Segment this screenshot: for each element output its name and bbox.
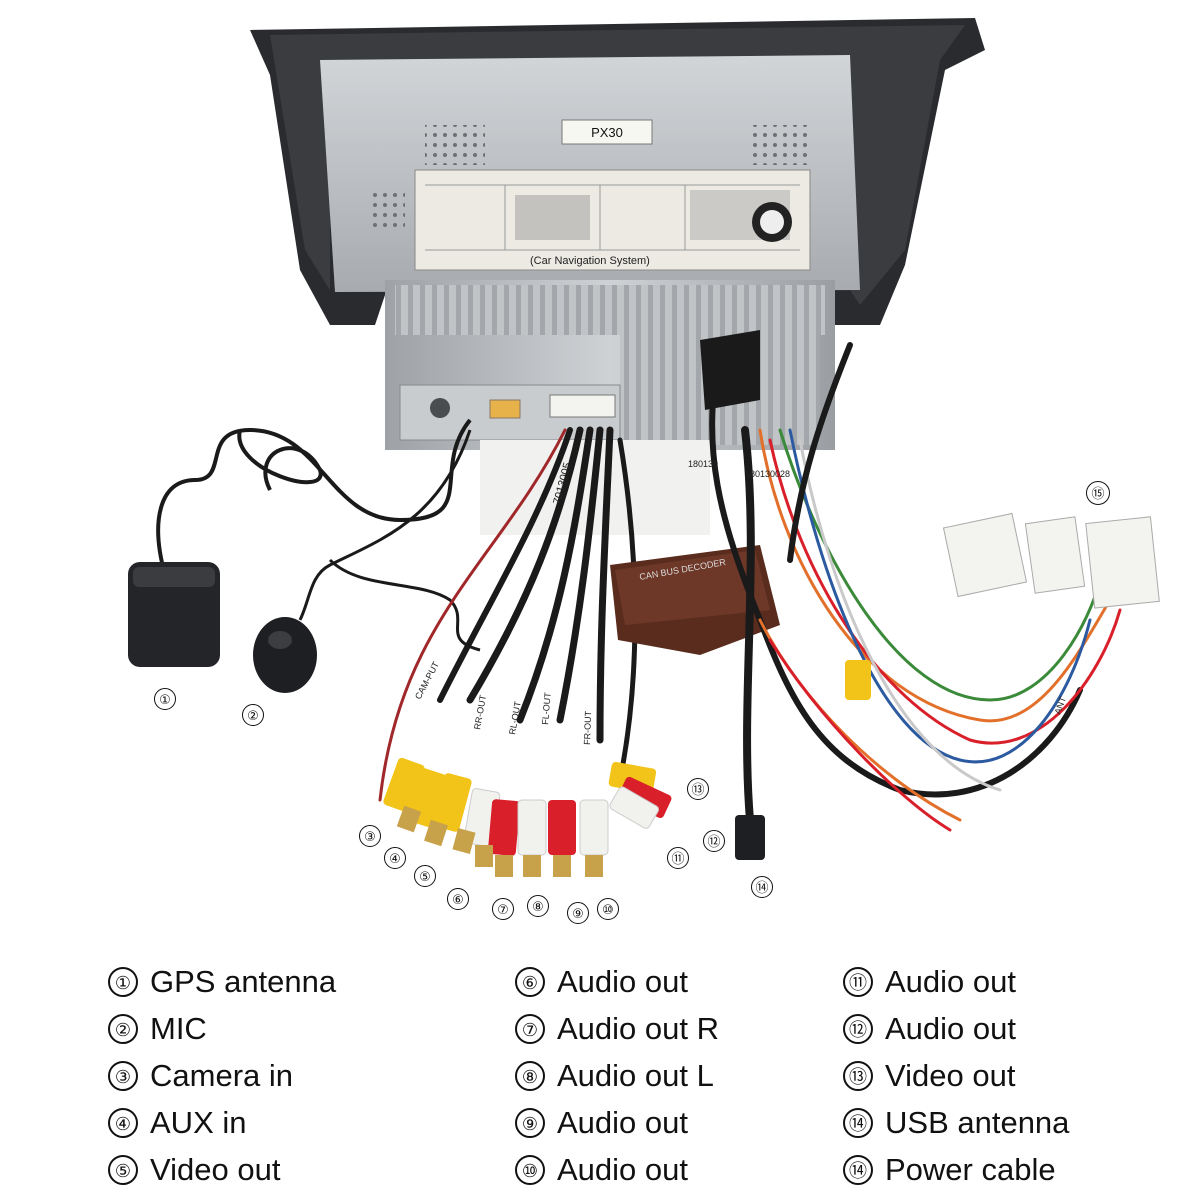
legend-item: ④ AUX in bbox=[108, 1099, 336, 1146]
iso-connectors bbox=[942, 512, 1160, 609]
legend-item: ⑦ Audio out R bbox=[515, 1005, 719, 1052]
legend-label: Audio out L bbox=[557, 1057, 714, 1093]
legend-label: AUX in bbox=[150, 1104, 247, 1140]
wire-label: FR-OUT bbox=[582, 710, 593, 745]
legend-item: ⑪ Audio out bbox=[843, 958, 1069, 1005]
legend-item: ③ Camera in bbox=[108, 1052, 336, 1099]
callout-7: ⑦ bbox=[492, 898, 514, 920]
legend-label: GPS antenna bbox=[150, 963, 337, 999]
callout-8: ⑧ bbox=[527, 895, 549, 917]
legend-number: ④ bbox=[108, 1107, 138, 1138]
legend-item: ⑬ Video out bbox=[843, 1052, 1069, 1099]
video-rca bbox=[845, 660, 871, 700]
legend-item: ⑩ Audio out bbox=[515, 1146, 719, 1193]
legend-number: ⑬ bbox=[843, 1060, 873, 1091]
rca-plugs bbox=[383, 757, 672, 877]
legend-number: ⑫ bbox=[843, 1013, 873, 1044]
legend-label: Audio out bbox=[885, 1010, 1016, 1046]
legend-item: ① GPS antenna bbox=[108, 958, 336, 1005]
legend-item: ⑤ Video out bbox=[108, 1146, 336, 1193]
legend-label: Audio out bbox=[557, 1104, 688, 1140]
unit-panel-title: (Car Navigation System) bbox=[530, 255, 650, 267]
head-unit: PX30 (Car Navigation System) bbox=[250, 18, 985, 535]
legend-number: ⑨ bbox=[515, 1107, 545, 1138]
callout-3: ③ bbox=[359, 825, 381, 847]
callout-1: ① bbox=[154, 688, 176, 710]
legend-number: ⑥ bbox=[515, 966, 545, 997]
legend-label: MIC bbox=[150, 1010, 207, 1046]
callout-12: ⑫ bbox=[703, 830, 725, 852]
callout-11: ⑪ bbox=[667, 847, 689, 869]
cable-connector bbox=[700, 330, 760, 410]
legend-item: ⑧ Audio out L bbox=[515, 1052, 719, 1099]
callout-10: ⑩ bbox=[597, 898, 619, 920]
rca-harness bbox=[378, 426, 638, 802]
callout-4: ④ bbox=[384, 847, 406, 869]
callout-13: ⑬ bbox=[687, 778, 709, 800]
legend-label: Power cable bbox=[885, 1151, 1056, 1187]
legend-number: ⑭ bbox=[843, 1154, 873, 1185]
legend-item: ⑭ Power cable bbox=[843, 1146, 1069, 1193]
power-harness bbox=[709, 342, 1122, 832]
legend-number: ⑭ bbox=[843, 1107, 873, 1138]
wire-label: FL-OUT bbox=[540, 691, 553, 725]
legend-number: ⑪ bbox=[843, 966, 873, 997]
callout-2: ② bbox=[242, 704, 264, 726]
callout-14: ⑭ bbox=[751, 876, 773, 898]
legend-column-1: ① GPS antenna ② MIC ③ Camera in ④ AUX in ⑤ Vi… bbox=[108, 958, 336, 1193]
legend-number: ⑧ bbox=[515, 1060, 545, 1091]
legend-number: ③ bbox=[108, 1060, 138, 1091]
unit-sticker-text: PX30 bbox=[591, 125, 623, 140]
callout-6: ⑥ bbox=[447, 888, 469, 910]
legend-label: Audio out R bbox=[557, 1010, 719, 1046]
legend-item: ② MIC bbox=[108, 1005, 336, 1052]
legend-item: ⑭ USB antenna bbox=[843, 1099, 1069, 1146]
product-photo: PX30 (Car Navigation System) bbox=[128, 18, 1160, 877]
harness-tag-1: 180130 bbox=[688, 459, 718, 469]
legend-number: ① bbox=[108, 966, 138, 997]
legend-label: Audio out bbox=[557, 1151, 688, 1187]
legend-number: ② bbox=[108, 1013, 138, 1044]
legend-label: Video out bbox=[885, 1057, 1016, 1093]
microphone bbox=[253, 429, 481, 693]
legend-number: ⑤ bbox=[108, 1154, 138, 1185]
gps-antenna bbox=[128, 418, 472, 667]
legend-number: ⑩ bbox=[515, 1154, 545, 1185]
canbus-decoder: CAN BUS DECODER bbox=[610, 545, 780, 655]
legend-label: Camera in bbox=[150, 1057, 293, 1093]
legend-item: ⑨ Audio out bbox=[515, 1099, 719, 1146]
usb-plug bbox=[735, 815, 765, 860]
legend-column-2: ⑥ Audio out ⑦ Audio out R ⑧ Audio out L ⑨ Au… bbox=[515, 958, 719, 1193]
legend-number: ⑦ bbox=[515, 1013, 545, 1044]
callout-15: ⑮ bbox=[1086, 481, 1110, 505]
legend-label: Video out bbox=[150, 1151, 281, 1187]
callout-9: ⑨ bbox=[567, 902, 589, 924]
legend-item: ⑫ Audio out bbox=[843, 1005, 1069, 1052]
legend-label: USB antenna bbox=[885, 1104, 1070, 1140]
legend-label: Audio out bbox=[885, 963, 1016, 999]
harness-tag-2: 180130028 bbox=[745, 469, 790, 479]
legend-item: ⑥ Audio out bbox=[515, 958, 719, 1005]
legend-label: Audio out bbox=[557, 963, 688, 999]
callout-5: ⑤ bbox=[414, 865, 436, 887]
legend-column-3: ⑪ Audio out ⑫ Audio out ⑬ Video out ⑭ USB an… bbox=[843, 958, 1069, 1193]
